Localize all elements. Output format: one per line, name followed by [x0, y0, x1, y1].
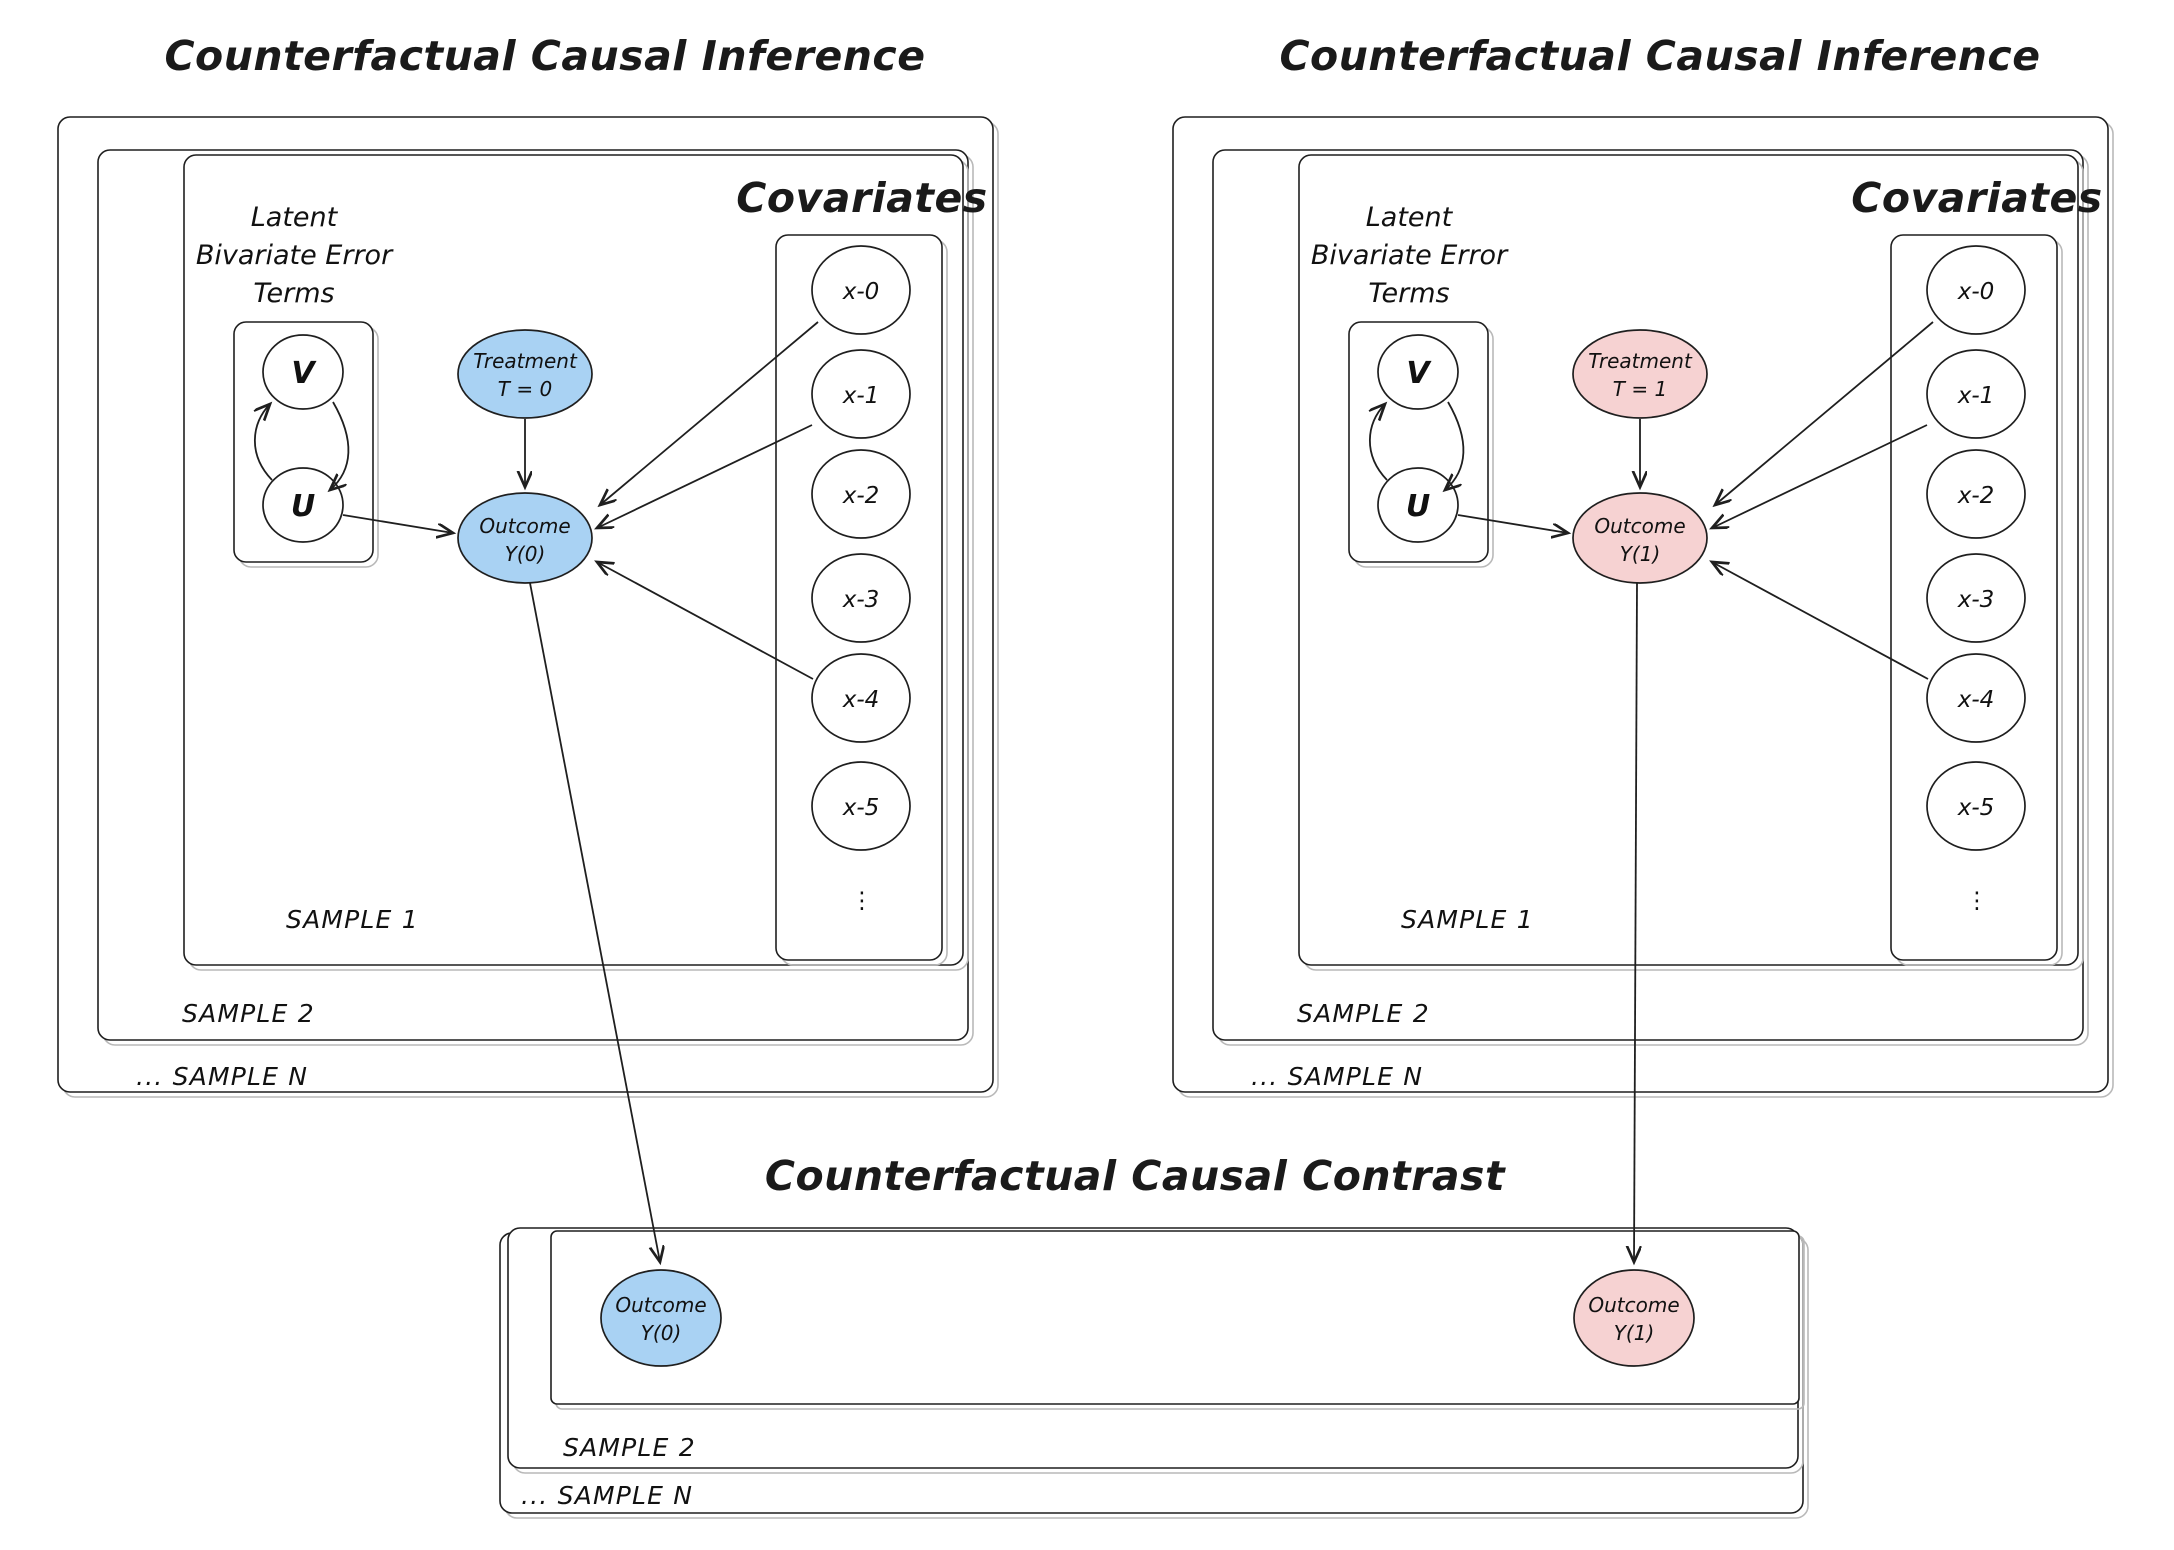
- node-covariate-5-label: x-5: [1957, 795, 1995, 821]
- node-covariate-0-label: x-0: [842, 279, 880, 305]
- node-covariate-3[interactable]: [1926, 553, 2026, 643]
- node-u-label: U: [291, 489, 315, 524]
- edge-x0-outcome: [1715, 321, 1934, 505]
- node-covariate-4-label: x-4: [842, 687, 880, 713]
- node-covariate-4[interactable]: [1926, 653, 2026, 743]
- covariates-ellipsis: ⋮: [851, 888, 874, 914]
- latent-label-line-3: Terms: [1368, 278, 1449, 309]
- panel-title: Counterfactual Causal Inference: [1279, 32, 2040, 80]
- node-u[interactable]: [1377, 467, 1459, 543]
- node-covariate-5[interactable]: [811, 761, 911, 851]
- node-covariate-2[interactable]: [811, 449, 911, 539]
- node-covariate-3[interactable]: [811, 553, 911, 643]
- edge-v-to-u: [330, 401, 350, 490]
- node-v-label: V: [1406, 356, 1432, 391]
- node-treatment-line-2: T = 1: [1613, 377, 1667, 401]
- edge-x4-outcome: [597, 562, 814, 680]
- node-outcome-line-1: Outcome: [479, 514, 570, 538]
- node-treatment-line-2: T = 0: [498, 377, 552, 401]
- contrast-node-outcome-treated[interactable]: [1573, 1269, 1695, 1367]
- node-covariate-0[interactable]: [811, 245, 911, 335]
- edge-u-to-v: [255, 404, 273, 481]
- node-covariate-4-label: x-4: [1957, 687, 1995, 713]
- contrast-inner-frame: [550, 1230, 1800, 1405]
- latent-label-line-2: Bivariate Error: [1311, 240, 1509, 271]
- node-u-label: U: [1406, 489, 1430, 524]
- node-covariate-2-label: x-2: [1957, 483, 1995, 509]
- contrast-outcome-control-line-2: Y(0): [641, 1321, 682, 1345]
- node-covariate-1-label: x-1: [1957, 383, 1995, 409]
- panel-contrast: Counterfactual Causal Contrast Outcome Y…: [499, 1152, 1809, 1519]
- node-covariate-1[interactable]: [1926, 349, 2026, 439]
- node-treatment[interactable]: [457, 329, 593, 419]
- node-covariate-3-label: x-3: [842, 587, 880, 613]
- panel-treated: Counterfactual Causal Inference Latent B…: [1172, 32, 2114, 1098]
- contrast-outcome-control-line-1: Outcome: [615, 1293, 706, 1317]
- sample-label-1: SAMPLE 1: [1401, 905, 1534, 934]
- node-covariate-5-label: x-5: [842, 795, 880, 821]
- latent-label-line-3: Terms: [253, 278, 334, 309]
- latent-label-line-1: Latent: [251, 202, 339, 233]
- node-covariate-1[interactable]: [811, 349, 911, 439]
- node-covariate-5[interactable]: [1926, 761, 2026, 851]
- sample-label-2: SAMPLE 2: [1297, 999, 1430, 1028]
- latent-label-line-1: Latent: [1366, 202, 1454, 233]
- panel-title: Counterfactual Causal Inference: [164, 32, 925, 80]
- sample-label-2: SAMPLE 2: [182, 999, 315, 1028]
- contrast-sample-label-2: SAMPLE 2: [563, 1433, 696, 1462]
- sample-label-n: ... SAMPLE N: [1251, 1062, 1423, 1091]
- contrast-outcome-treated-line-1: Outcome: [1588, 1293, 1679, 1317]
- node-outcome[interactable]: [457, 492, 593, 584]
- contrast-title: Counterfactual Causal Contrast: [765, 1152, 1506, 1200]
- edge-u-outcome: [342, 514, 453, 533]
- node-treatment[interactable]: [1572, 329, 1708, 419]
- node-v-label: V: [291, 356, 317, 391]
- node-outcome[interactable]: [1572, 492, 1708, 584]
- sample-label-1: SAMPLE 1: [286, 905, 419, 934]
- node-covariate-2[interactable]: [1926, 449, 2026, 539]
- node-v[interactable]: [1377, 334, 1459, 410]
- edge-u-outcome: [1457, 514, 1568, 533]
- node-outcome-line-2: Y(0): [505, 542, 546, 566]
- covariates-label: Covariates: [1851, 174, 2102, 222]
- latent-label-line-2: Bivariate Error: [196, 240, 394, 271]
- panel-control: Counterfactual Causal Inference Latent B…: [57, 32, 999, 1098]
- node-u[interactable]: [262, 467, 344, 543]
- node-covariate-0[interactable]: [1926, 245, 2026, 335]
- covariates-label: Covariates: [736, 174, 987, 222]
- edge-x1-outcome: [1712, 424, 1928, 528]
- contrast-node-outcome-control[interactable]: [600, 1269, 722, 1367]
- node-covariate-4[interactable]: [811, 653, 911, 743]
- node-treatment-line-1: Treatment: [473, 349, 578, 373]
- covariates-ellipsis: ⋮: [1966, 888, 1989, 914]
- sample-label-n: ... SAMPLE N: [136, 1062, 308, 1091]
- node-treatment-line-1: Treatment: [1588, 349, 1693, 373]
- node-v[interactable]: [262, 334, 344, 410]
- edge-outcome0-to-contrast: [529, 582, 660, 1262]
- contrast-sample-label-n: ... SAMPLE N: [521, 1481, 693, 1510]
- node-outcome-line-1: Outcome: [1594, 514, 1685, 538]
- edge-x0-outcome: [600, 321, 819, 505]
- edge-v-to-u: [1445, 401, 1465, 490]
- node-covariate-1-label: x-1: [842, 383, 880, 409]
- contrast-outcome-treated-line-2: Y(1): [1614, 1321, 1655, 1345]
- edge-u-to-v: [1370, 404, 1388, 481]
- node-covariate-0-label: x-0: [1957, 279, 1995, 305]
- node-covariate-3-label: x-3: [1957, 587, 1995, 613]
- edge-outcome1-to-contrast: [1634, 582, 1637, 1262]
- node-outcome-line-2: Y(1): [1620, 542, 1661, 566]
- edge-x4-outcome: [1712, 562, 1929, 680]
- node-covariate-2-label: x-2: [842, 483, 880, 509]
- edge-x1-outcome: [597, 424, 813, 528]
